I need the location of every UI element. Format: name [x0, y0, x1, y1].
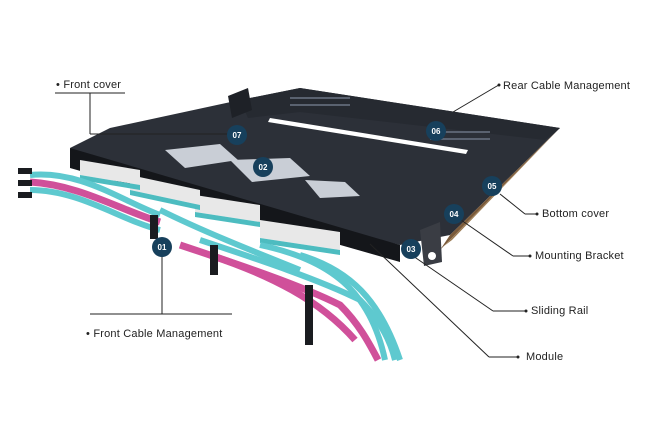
rear-port-holes: [290, 97, 490, 140]
bullet: •: [56, 79, 61, 91]
label-front-cable-management: • Front Cable Management: [86, 328, 222, 340]
callout-badge-05: 05: [482, 176, 502, 196]
label-rear-cable-management: Rear Cable Management: [503, 80, 631, 92]
leader-lines: [55, 84, 537, 358]
bracket-hole: [428, 252, 436, 260]
callout-badge-01: 01: [152, 237, 172, 257]
magenta-cables: [29, 178, 382, 362]
leader-dots: [497, 83, 539, 359]
callout-badge-03: 03: [401, 239, 421, 259]
label-front-cover: • Front cover: [56, 79, 121, 91]
adapter-bases: [80, 175, 340, 255]
rear-bracket-left: [228, 88, 252, 118]
rear-cable-management-panel: [240, 88, 560, 140]
label-text: Front Cable Management: [93, 328, 223, 340]
callout-badge-07: 07: [227, 125, 247, 145]
callout-badge-02: 02: [253, 157, 273, 177]
label-module: Module: [526, 351, 564, 363]
cable-clips: [18, 168, 313, 345]
label-text: Front cover: [63, 79, 122, 91]
callout-badge-04: 04: [444, 204, 464, 224]
adapters: [80, 160, 340, 250]
mounting-bracket: [420, 222, 442, 266]
aqua-cables: [29, 171, 403, 361]
label-mounting-bracket: Mounting Bracket: [535, 250, 624, 262]
callout-badge-06: 06: [426, 121, 446, 141]
label-bottom-cover: Bottom cover: [542, 208, 610, 220]
bullet: •: [86, 328, 91, 340]
rear-slot: [268, 118, 468, 154]
label-sliding-rail: Sliding Rail: [531, 305, 589, 317]
